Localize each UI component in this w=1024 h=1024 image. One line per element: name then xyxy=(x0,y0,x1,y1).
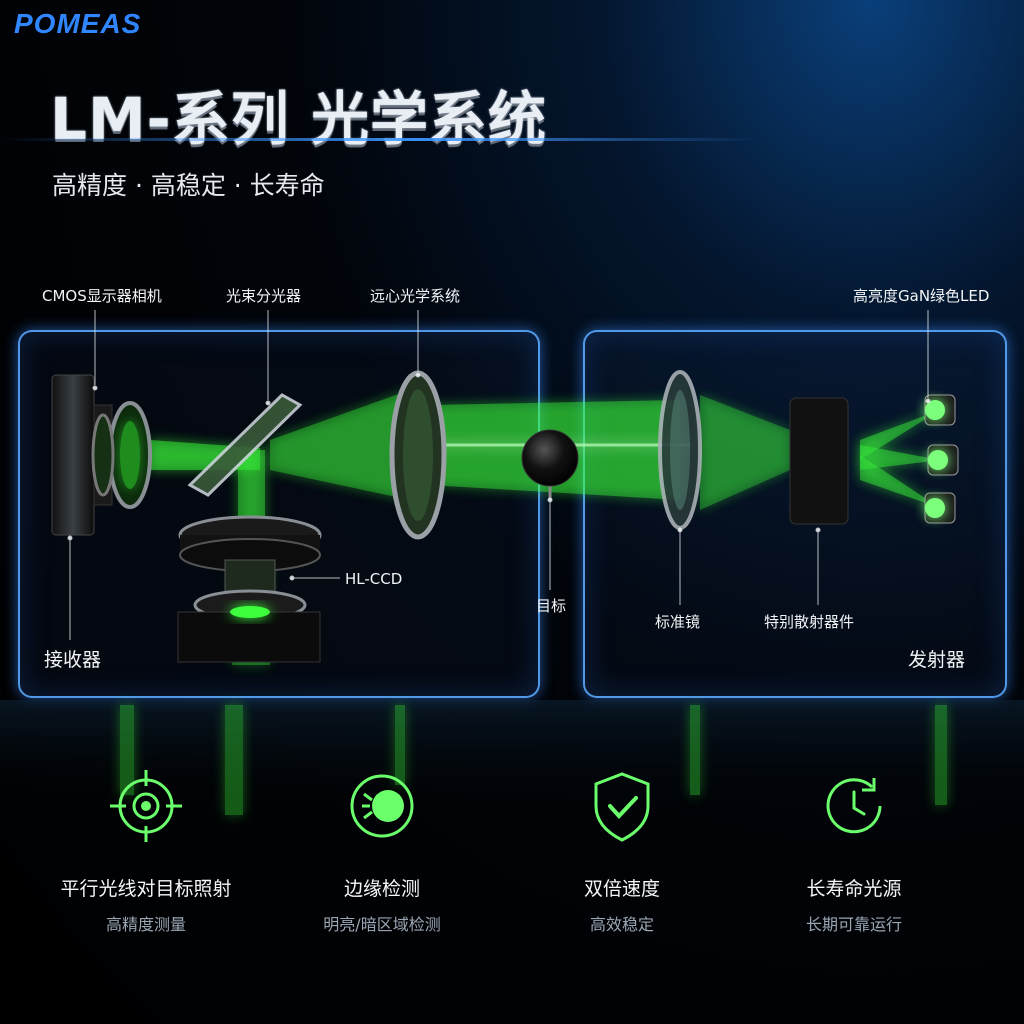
page-title: LM-系列 光学系统 xyxy=(50,85,547,153)
hl-ccd-assembly xyxy=(177,515,322,663)
label-receiver: 接收器 xyxy=(44,649,102,671)
feature-item: 边缘检测 明亮/暗区域检测 xyxy=(262,766,502,935)
label-standard-lens: 标准镜 xyxy=(655,613,701,631)
clock-refresh-icon xyxy=(826,778,882,834)
feature-title: 长寿命光源 xyxy=(806,878,902,900)
label-cmos-camera: CMOS显示器相机 xyxy=(42,287,162,305)
label-hl-ccd: HL-CCD xyxy=(345,570,403,588)
standard-lens xyxy=(658,370,702,530)
feature-title: 平行光线对目标照射 xyxy=(60,878,232,900)
feature-item: 平行光线对目标照射 高精度测量 xyxy=(26,766,266,935)
crosshair-target-icon xyxy=(110,770,182,842)
beam-splitter xyxy=(187,393,303,497)
feature-subtitle: 明亮/暗区域检测 xyxy=(323,915,441,934)
feature-title: 边缘检测 xyxy=(343,878,420,900)
cmos-camera xyxy=(51,374,152,536)
feature-item: 长寿命光源 长期可靠运行 xyxy=(734,766,974,935)
label-emitter: 发射器 xyxy=(908,649,966,671)
feature-subtitle: 高精度测量 xyxy=(105,915,186,934)
label-diffuser: 特别散射器件 xyxy=(764,613,855,631)
diffuser-block xyxy=(789,397,849,525)
brand-logo: POMEAS xyxy=(14,8,142,39)
feature-subtitle: 长期可靠运行 xyxy=(805,915,902,934)
title-underline-glow xyxy=(0,138,760,141)
label-led: 高亮度GaN绿色LED xyxy=(853,287,990,305)
feature-title: 双倍速度 xyxy=(583,878,660,900)
label-telecentric: 远心光学系统 xyxy=(370,287,461,305)
feature-item: 双倍速度 高效稳定 xyxy=(502,766,742,935)
feature-subtitle: 高效稳定 xyxy=(589,915,654,934)
page-subtitle: 高精度 · 高稳定 · 长寿命 xyxy=(52,171,325,200)
shield-check-icon xyxy=(594,772,650,842)
target-sphere xyxy=(521,429,579,500)
telecentric-lens xyxy=(389,370,447,540)
led-array xyxy=(924,394,959,524)
edge-detection-icon xyxy=(350,774,414,838)
label-beam-splitter: 光束分光器 xyxy=(226,287,302,305)
label-target: 目标 xyxy=(536,597,567,615)
